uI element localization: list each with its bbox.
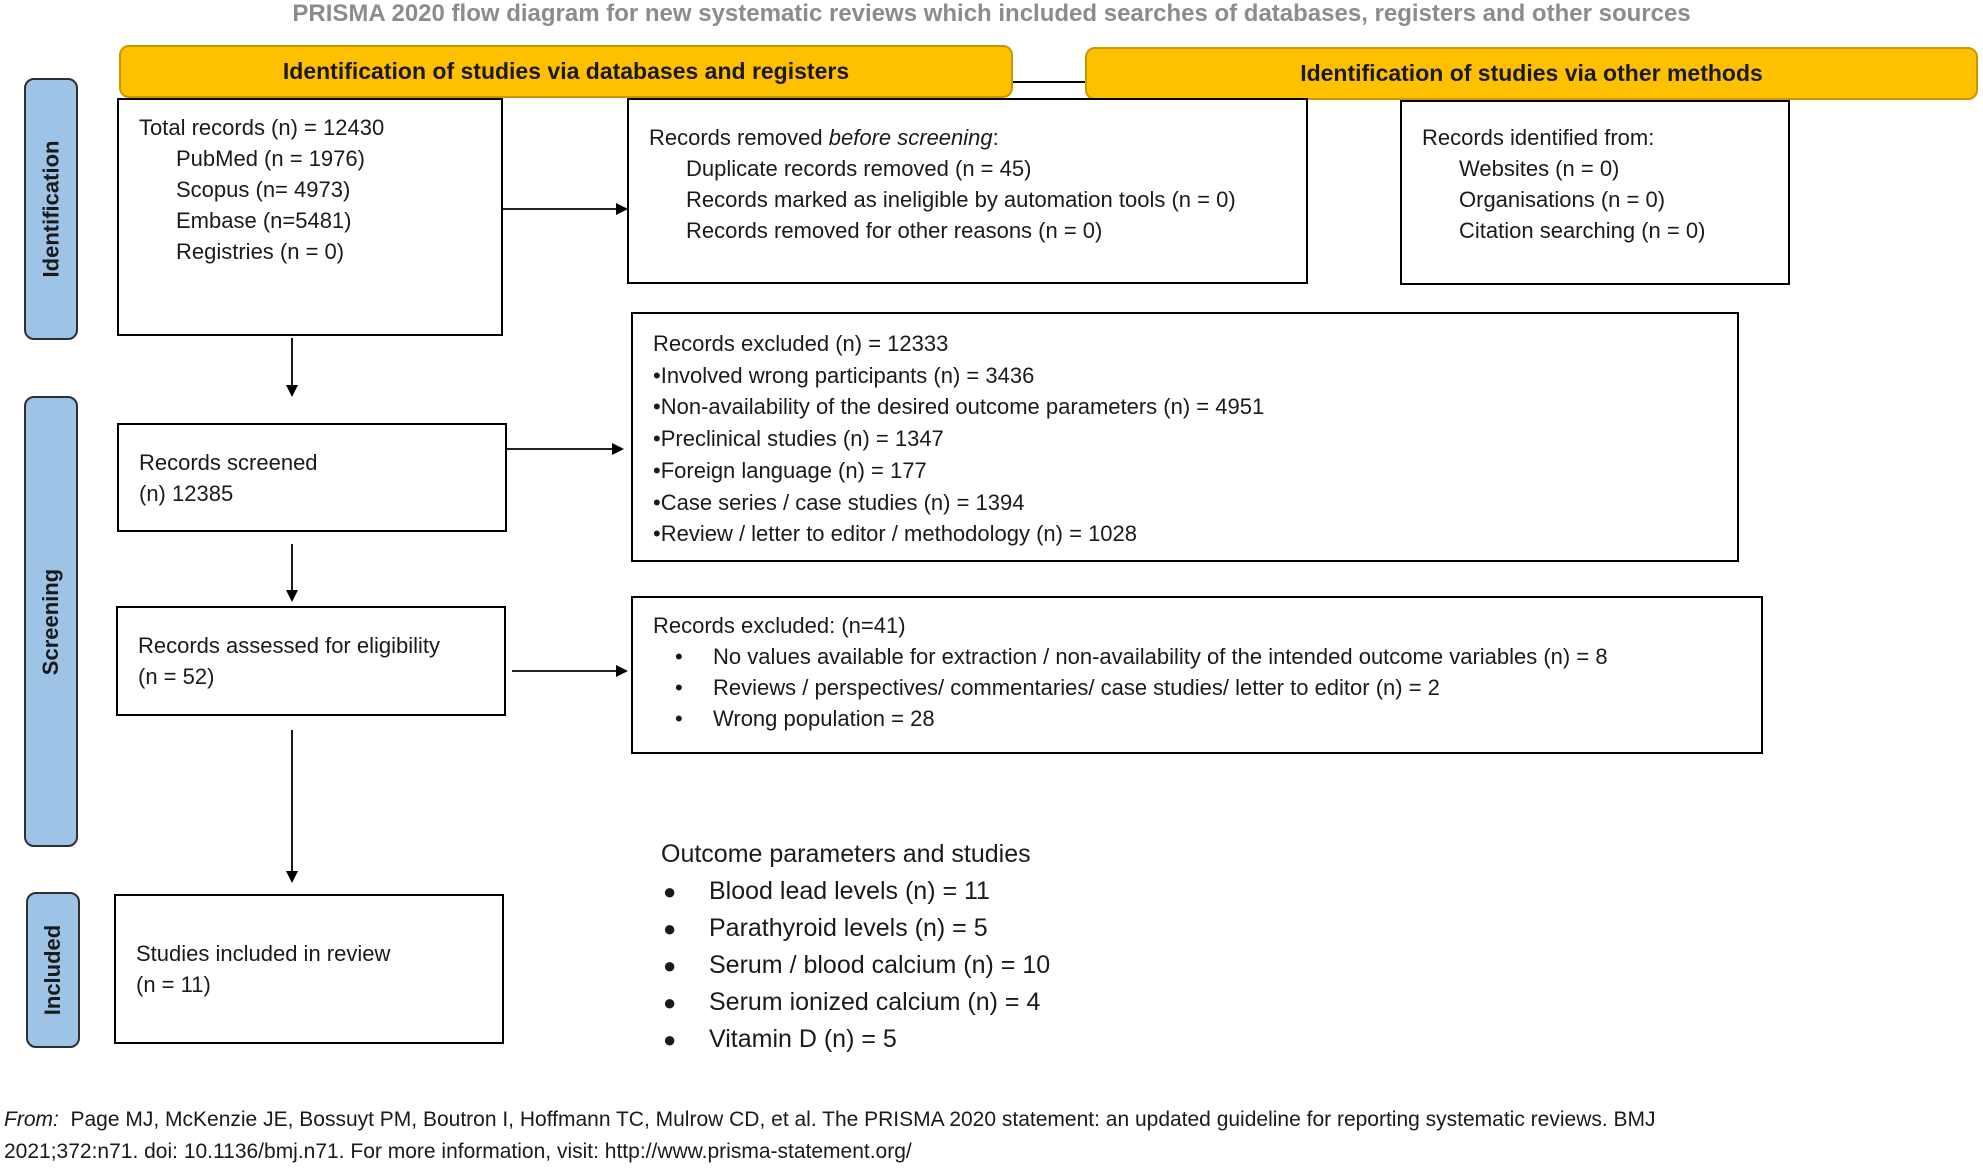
header-databases: Identification of studies via databases … [119,45,1013,98]
outcome-parameters: Outcome parameters and studies ● Blood l… [661,836,1161,1058]
screening-excluded-title: Records excluded (n) = 12333 [653,331,949,356]
phase-included: Included [26,892,80,1048]
excluded-case-series: •Case series / case studies (n) = 1394 [653,489,1025,515]
other-methods-title: Records identified from: [1422,125,1655,150]
eligibility-excluded-box: Records excluded: (n=41) • No values ava… [631,596,1763,754]
other-citation-searching: Citation searching (n = 0) [1459,218,1706,243]
outcome-vitamin-d: Vitamin D (n) = 5 [709,1025,897,1053]
eligibility-excluded-item: • Reviews / perspectives/ commentaries/ … [653,672,1761,703]
outcome-parathyroid: Parathyroid levels (n) = 5 [709,914,988,942]
included-studies-label: Studies included in review [136,941,391,966]
removed-before-screening-title: Records removed before screening: [649,122,1306,153]
outcome-item: ● Vitamin D (n) = 5 [661,1021,1161,1058]
bullet-icon: ● [663,990,677,1015]
source-scopus: Scopus (n= 4973) [176,177,351,202]
bullet-icon: ● [663,916,677,941]
phase-screening-label: Screening [38,568,63,675]
bullet-icon: • [675,644,683,669]
outcome-item: ● Blood lead levels (n) = 11 [661,873,1161,910]
eligibility-box: Records assessed for eligibility (n = 52… [116,606,506,716]
outcome-item: ● Parathyroid levels (n) = 5 [661,910,1161,947]
removed-duplicates: Duplicate records removed (n = 45) [686,156,1032,181]
outcome-blood-lead: Blood lead levels (n) = 11 [709,877,990,905]
source-registries: Registries (n = 0) [176,239,345,264]
records-screened-label: Records screened [139,450,318,475]
included-studies-count: (n = 11) [136,972,211,997]
source-pubmed: PubMed (n = 1976) [176,146,365,171]
other-organisations: Organisations (n = 0) [1459,187,1666,212]
bullet-icon: ● [663,1027,677,1052]
removed-title-prefix: Records removed [649,125,829,150]
eligibility-label: Records assessed for eligibility [138,633,441,658]
removed-automation: Records marked as ineligible by automati… [686,187,1236,212]
excluded-wrong-participants: •Involved wrong participants (n) = 3436 [653,362,1035,388]
citation-from-label: From: [4,1108,59,1131]
screening-excluded-box: Records excluded (n) = 12333 •Involved w… [631,312,1739,562]
other-methods-box: Records identified from: Websites (n = 0… [1400,100,1790,285]
header-other-methods: Identification of studies via other meth… [1085,47,1978,100]
phase-identification-label: Identification [38,140,64,278]
citation-line-2: 2021;372:n71. doi: 10.1136/bmj.n71. For … [4,1140,912,1163]
eligibility-excluded-item: • Wrong population = 28 [653,703,1761,734]
citation-footer: From: Page MJ, McKenzie JE, Bossuyt PM, … [4,1104,1979,1168]
excluded-no-values: No values available for extraction / non… [713,644,1608,669]
eligibility-excluded-item: • No values available for extraction / n… [653,641,1761,672]
records-screened-box: Records screened (n) 12385 [117,423,507,532]
total-records-title: Total records (n) = 12430 [139,115,385,140]
excluded-wrong-population: Wrong population = 28 [713,706,935,731]
bullet-icon: ● [663,953,677,978]
eligibility-excluded-title: Records excluded: (n=41) [653,613,906,638]
total-records-box: Total records (n) = 12430 PubMed (n = 19… [117,98,503,336]
outcome-item: ● Serum / blood calcium (n) = 10 [661,947,1161,984]
outcome-item: ● Serum ionized calcium (n) = 4 [661,984,1161,1021]
excluded-foreign-language: •Foreign language (n) = 177 [653,457,927,483]
removed-other-reasons: Records removed for other reasons (n = 0… [686,218,1103,243]
excluded-review-letter: •Review / letter to editor / methodology… [653,521,1138,547]
outcome-ionized-calcium: Serum ionized calcium (n) = 4 [709,988,1041,1016]
phase-identification: Identification [24,78,78,340]
excluded-reviews: Reviews / perspectives/ commentaries/ ca… [713,675,1440,700]
removed-before-screening-box: Records removed before screening: Duplic… [627,98,1308,284]
excluded-no-outcome-parameters: •Non-availability of the desired outcome… [653,394,1265,420]
outcome-parameters-title: Outcome parameters and studies [661,840,1031,868]
other-websites: Websites (n = 0) [1459,156,1620,181]
removed-title-emphasis: before screening [828,125,993,150]
records-screened-count: (n) 12385 [139,481,234,506]
included-studies-box: Studies included in review (n = 11) [114,894,504,1044]
phase-included-label: Included [40,924,66,1016]
outcome-serum-calcium: Serum / blood calcium (n) = 10 [709,951,1051,979]
removed-title-suffix: : [992,125,999,150]
bullet-icon: • [675,675,683,700]
citation-line-1: From: Page MJ, McKenzie JE, Bossuyt PM, … [4,1104,1979,1136]
citation-text-1: Page MJ, McKenzie JE, Bossuyt PM, Boutro… [58,1108,1656,1131]
source-embase: Embase (n=5481) [176,208,352,233]
diagram-title: PRISMA 2020 flow diagram for new systema… [292,0,1691,27]
bullet-icon: • [675,706,683,731]
excluded-preclinical: •Preclinical studies (n) = 1347 [653,426,944,452]
bullet-icon: ● [663,879,677,904]
eligibility-count: (n = 52) [138,664,215,689]
phase-screening: Screening [24,396,78,847]
